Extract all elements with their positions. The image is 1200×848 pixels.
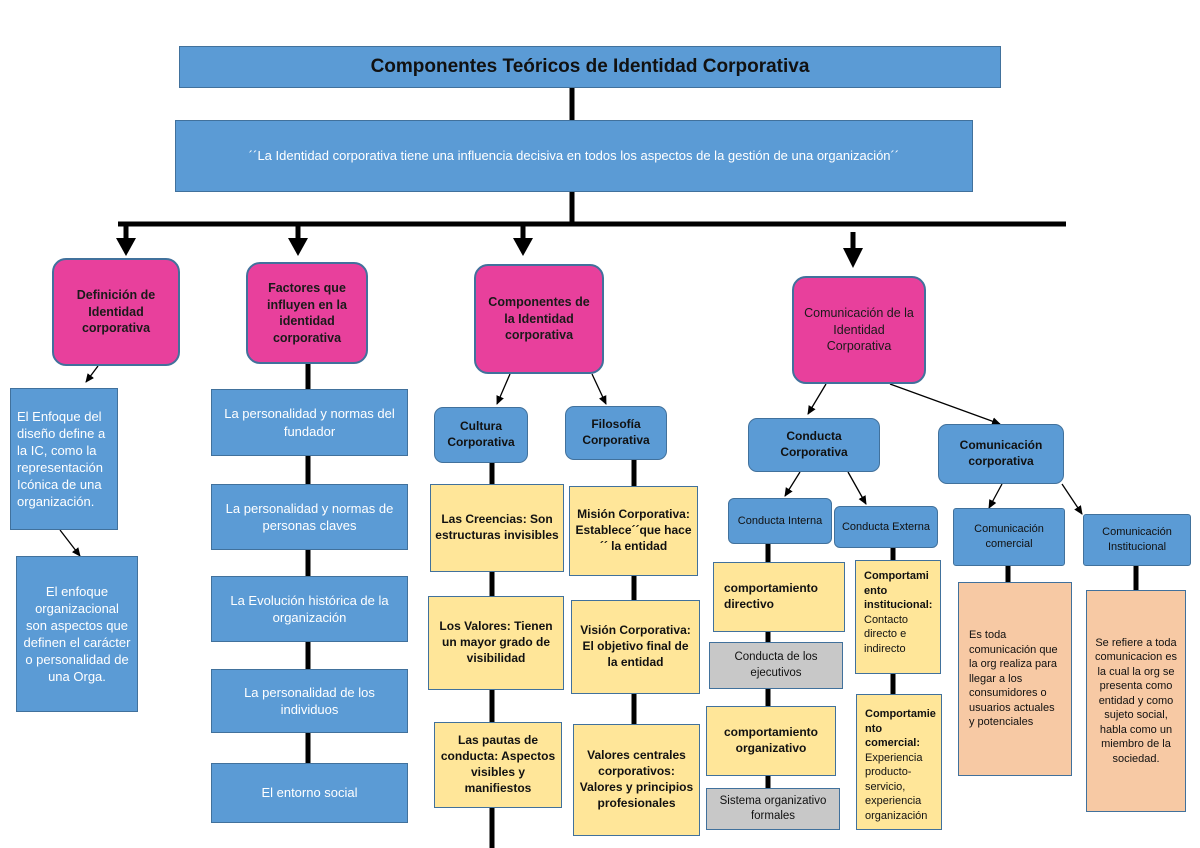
definicion-box-2: El enfoque organizacional son aspectos q… bbox=[16, 556, 138, 712]
node-cultura: Cultura Corporativa bbox=[434, 407, 528, 463]
arrow-conducta-to-externa bbox=[847, 471, 867, 505]
comportamiento-organizativo: comportamiento organizativo bbox=[706, 706, 836, 776]
branch-arrow-3 bbox=[513, 224, 533, 256]
comportamiento-directivo: comportamiento directivo bbox=[713, 562, 845, 632]
node-conducta: Conducta Corporativa bbox=[748, 418, 880, 472]
comportamiento-comercial: Comportamie nto comercial: Experiencia p… bbox=[856, 694, 942, 830]
factor-item-1: La personalidad y normas del fundador bbox=[211, 389, 408, 456]
filosofia-item-3: Valores centrales corporativos: Valores … bbox=[573, 724, 700, 836]
factor-item-3: La Evolución histórica de la organizació… bbox=[211, 576, 408, 642]
comercial-title: Comportamie nto comercial: bbox=[865, 708, 936, 750]
node-definicion: Definición de Identidad corporativa bbox=[52, 258, 180, 366]
institucional-title: Comportami ento institucional: bbox=[864, 570, 933, 612]
node-comunicacion-institucional: Comunicación Institucional bbox=[1083, 514, 1191, 566]
factor-item-4: La personalidad de los individuos bbox=[211, 669, 408, 733]
arrow-comunicacion-to-comercial bbox=[988, 483, 1003, 509]
arrow-comunicacion-to-institucional bbox=[1061, 483, 1083, 515]
node-comunicacion-identidad: Comunicación de la Identidad Corporativa bbox=[792, 276, 926, 384]
comunicacion-comercial-text: Es toda comunicación que la org realiza … bbox=[958, 582, 1072, 776]
branch-arrow-4 bbox=[843, 232, 863, 268]
arrow-com-to-conducta bbox=[807, 383, 827, 415]
arrow-def-to-box1 bbox=[85, 365, 99, 383]
node-comunicacion-corporativa: Comunicación corporativa bbox=[938, 424, 1064, 484]
arrow-comp-to-cultura bbox=[496, 373, 511, 405]
node-componentes: Componentes de la Identidad corporativa bbox=[474, 264, 604, 374]
arrow-box1-to-box2 bbox=[59, 529, 81, 557]
diagram-title: Componentes Teóricos de Identidad Corpor… bbox=[179, 46, 1001, 88]
comunicacion-institucional-text: Se refiere a toda comunicacion es la cua… bbox=[1086, 590, 1186, 812]
factor-item-2: La personalidad y normas de personas cla… bbox=[211, 484, 408, 550]
institucional-text: Contacto directo e indirecto bbox=[864, 613, 909, 655]
branch-arrow-2 bbox=[288, 224, 308, 256]
cultura-item-1: Las Creencias: Son estructuras invisible… bbox=[430, 484, 564, 572]
branch-arrow-1 bbox=[116, 224, 136, 256]
node-conducta-externa: Conducta Externa bbox=[834, 506, 938, 548]
conducta-ejecutivos: Conducta de los ejecutivos bbox=[709, 642, 843, 689]
sistema-organizativo: Sistema organizativo formales bbox=[706, 788, 840, 830]
cultura-item-3: Las pautas de conducta: Aspectos visible… bbox=[434, 722, 562, 808]
node-comunicacion-comercial: Comunicación comercial bbox=[953, 508, 1065, 566]
quote-box: ´´La Identidad corporativa tiene una inf… bbox=[175, 120, 973, 192]
arrow-conducta-to-interna bbox=[784, 471, 801, 497]
comercial-text: Experiencia producto-servicio, experienc… bbox=[865, 751, 928, 822]
node-filosofia: Filosofía Corporativa bbox=[565, 406, 667, 460]
comportamiento-institucional: Comportami ento institucional: Contacto … bbox=[855, 560, 941, 674]
node-factores: Factores que influyen en la identidad co… bbox=[246, 262, 368, 364]
arrow-comp-to-filosofia bbox=[591, 373, 607, 405]
cultura-item-2: Los Valores: Tienen un mayor grado de vi… bbox=[428, 596, 564, 690]
arrow-com-to-comunicacion bbox=[889, 383, 1001, 426]
filosofia-item-2: Visión Corporativa: El objetivo final de… bbox=[571, 600, 700, 694]
factor-item-5: El entorno social bbox=[211, 763, 408, 823]
filosofia-item-1: Misión Corporativa: Establece´´que hace´… bbox=[569, 486, 698, 576]
node-conducta-interna: Conducta Interna bbox=[728, 498, 832, 544]
definicion-box-1: El Enfoque del diseño define a la IC, co… bbox=[10, 388, 118, 530]
